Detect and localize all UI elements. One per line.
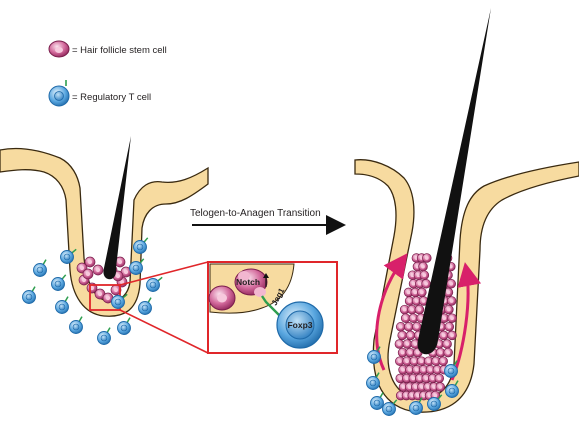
stem-cell — [443, 340, 452, 349]
stem-cell — [417, 288, 426, 297]
treg-cell — [383, 400, 397, 416]
stem-cell — [435, 374, 444, 383]
stem-cell — [406, 331, 415, 340]
transition-arrow: Telogen-to-Anagen Transition — [190, 208, 342, 225]
stem-cell — [419, 262, 428, 271]
stem-cell — [447, 297, 456, 306]
anagen-follicle — [355, 8, 579, 412]
stem-cell — [444, 348, 453, 357]
treg-cell — [98, 328, 111, 345]
treg-cell — [367, 373, 380, 390]
stem-cell — [93, 265, 103, 275]
treg-legend-label: = Regulatory T cell — [72, 92, 151, 103]
transition-label: Telogen-to-Anagen Transition — [190, 208, 321, 219]
treg-cell — [147, 277, 163, 291]
foxp3-label: Foxp3 — [287, 320, 312, 330]
stem-cell-legend-icon — [49, 41, 69, 57]
treg-cell — [23, 287, 36, 304]
treg-legend-icon — [49, 80, 69, 106]
stem-cell — [436, 383, 445, 392]
stem-cell — [448, 314, 457, 323]
inset-stem-cell — [209, 286, 235, 310]
treg-cell — [118, 318, 131, 335]
stem-cell — [448, 331, 457, 340]
legend: = Hair follicle stem cell = Regulatory T… — [49, 41, 167, 106]
stem-cell — [444, 305, 453, 314]
stem-cell — [422, 254, 431, 263]
stem-cell — [439, 331, 448, 340]
stem-cell — [403, 340, 412, 349]
treg-cell — [139, 298, 152, 315]
stem-cell — [447, 279, 456, 288]
treg-cell — [56, 297, 69, 314]
stem-cell-legend-label: = Hair follicle stem cell — [72, 45, 167, 56]
stem-cell — [398, 331, 407, 340]
stem-cell — [396, 322, 405, 331]
stem-cell — [415, 305, 424, 314]
treg-cell — [52, 275, 66, 291]
notch-label: Notch — [236, 277, 260, 287]
stem-cell — [445, 322, 454, 331]
stem-cell — [395, 340, 404, 349]
stem-cell — [83, 269, 93, 279]
stem-cell — [422, 279, 431, 288]
stem-cell — [404, 322, 413, 331]
notch-jag1-inset: Notch Jag1 Foxp3 — [208, 262, 337, 353]
stem-cell — [85, 257, 95, 267]
telogen-follicle — [0, 136, 208, 316]
stem-cell — [413, 322, 422, 331]
treg-cell — [371, 393, 384, 410]
treg-cell — [34, 260, 47, 277]
stem-cell — [439, 357, 448, 366]
treg-cell — [70, 317, 83, 334]
stem-cell — [420, 271, 429, 280]
